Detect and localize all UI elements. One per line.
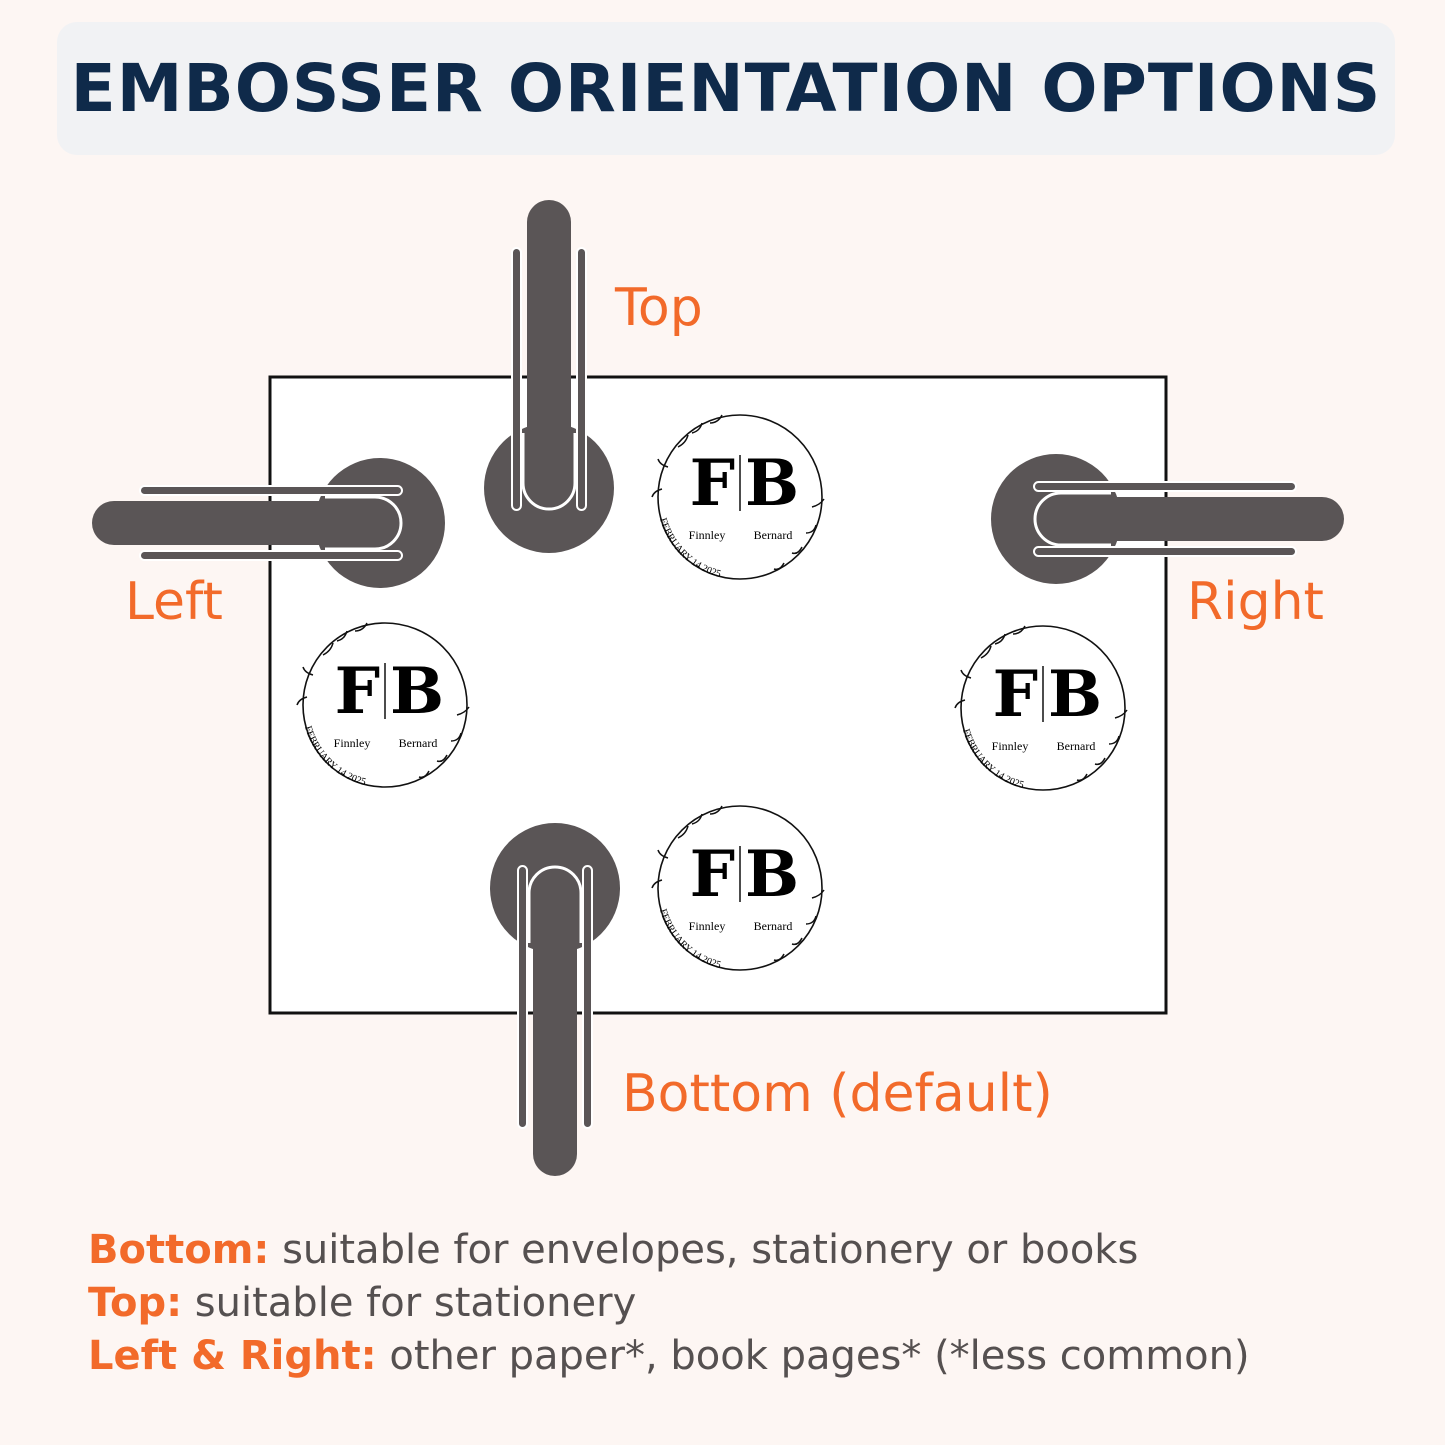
name-right: Bernard [1057, 739, 1096, 753]
note-key: Bottom: [88, 1227, 270, 1273]
note-text: suitable for envelopes, stationery or bo… [269, 1227, 1139, 1273]
note-key: Left & Right: [88, 1333, 377, 1379]
monogram-left: F [993, 657, 1038, 732]
name-left: Finnley [992, 739, 1029, 753]
monogram-right: B [390, 654, 444, 729]
name-left: Finnley [689, 528, 726, 542]
label-top: Top [615, 278, 703, 338]
note-bottom: Bottom: suitable for envelopes, statione… [88, 1224, 1250, 1277]
name-left: Finnley [334, 736, 371, 750]
monogram-right: B [745, 837, 799, 912]
note-key: Top: [88, 1280, 183, 1326]
page-title: EMBOSSER ORIENTATION OPTIONS [70, 50, 1382, 127]
orientation-notes: Bottom: suitable for envelopes, statione… [88, 1224, 1250, 1383]
title-banner: EMBOSSER ORIENTATION OPTIONS [57, 22, 1395, 155]
name-right: Bernard [399, 736, 438, 750]
label-right: Right [1187, 572, 1324, 632]
monogram-left: F [335, 654, 380, 729]
note-top: Top: suitable for stationery [88, 1277, 1250, 1330]
name-right: Bernard [754, 919, 793, 933]
note-text: other paper*, book pages* (*less common) [376, 1333, 1250, 1379]
monogram-right: B [1048, 657, 1102, 732]
monogram-left: F [690, 837, 735, 912]
monogram-left: F [690, 446, 735, 521]
name-left: Finnley [689, 919, 726, 933]
note-text: suitable for stationery [182, 1280, 637, 1326]
note-left-right: Left & Right: other paper*, book pages* … [88, 1330, 1250, 1383]
label-bottom: Bottom (default) [622, 1064, 1053, 1124]
name-right: Bernard [754, 528, 793, 542]
monogram-right: B [745, 446, 799, 521]
label-left: Left [125, 572, 223, 632]
